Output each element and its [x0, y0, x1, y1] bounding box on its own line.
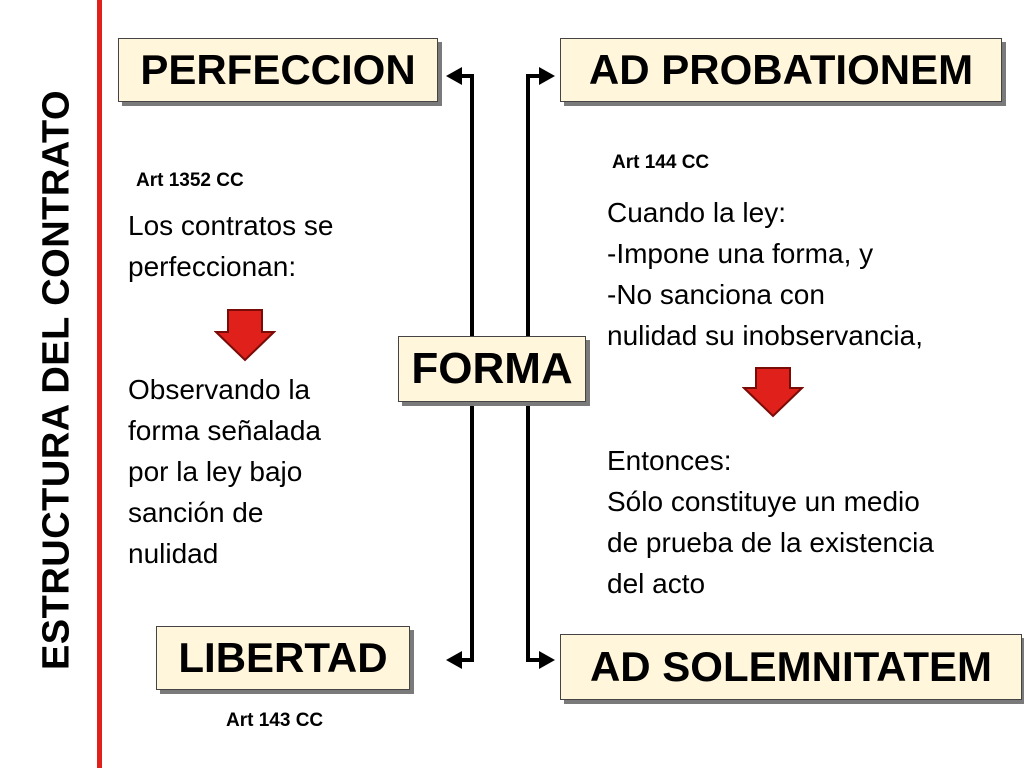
left-text-intro: Los contratos se perfeccionan: [128, 205, 333, 287]
text-line: Sólo constituye un medio [607, 486, 920, 517]
text-line: por la ley bajo [128, 456, 303, 487]
text-line: nulidad [128, 538, 219, 569]
red-down-arrow-icon [214, 309, 276, 362]
text-line: Cuando la ley: [607, 197, 787, 228]
text-line: sanción de [128, 497, 264, 528]
right-text-condition: Cuando la ley: -Impone una forma, y -No … [607, 192, 923, 356]
text-line: Entonces: [607, 445, 732, 476]
red-down-arrow-icon [742, 367, 804, 418]
text-line: forma señalada [128, 415, 322, 446]
ad-solemnitatem-box: AD SOLEMNITATEM [560, 634, 1022, 700]
arrow-to-perfeccion-icon [446, 67, 462, 85]
right-text-result: Entonces: Sólo constituye un medio de pr… [607, 440, 934, 604]
ref-art-143: Art 143 CC [226, 710, 324, 731]
text-line: -No sanciona con [607, 279, 825, 310]
text-line: -Impone una forma, y [607, 238, 874, 269]
left-text-result: Observando la forma señalada por la ley … [128, 369, 321, 574]
perfeccion-box: PERFECCION [118, 38, 438, 102]
text-line: del acto [607, 568, 706, 599]
libertad-box: LIBERTAD [156, 626, 410, 690]
arrow-to-libertad-icon [446, 651, 462, 669]
text-line: Observando la [128, 374, 311, 405]
arrow-to-solemnitatem-icon [539, 651, 555, 669]
ref-art-1352: Art 1352 CC [136, 170, 244, 191]
text-line: nulidad su inobservancia, [607, 320, 923, 351]
forma-box: FORMA [398, 336, 586, 402]
red-divider-line [97, 0, 102, 768]
text-line: Los contratos se [128, 210, 334, 241]
ad-probationem-box: AD PROBATIONEM [560, 38, 1002, 102]
text-line: de prueba de la existencia [607, 527, 934, 558]
text-line: perfeccionan: [128, 251, 297, 282]
ref-art-144: Art 144 CC [612, 152, 710, 173]
arrow-to-probationem-icon [539, 67, 555, 85]
